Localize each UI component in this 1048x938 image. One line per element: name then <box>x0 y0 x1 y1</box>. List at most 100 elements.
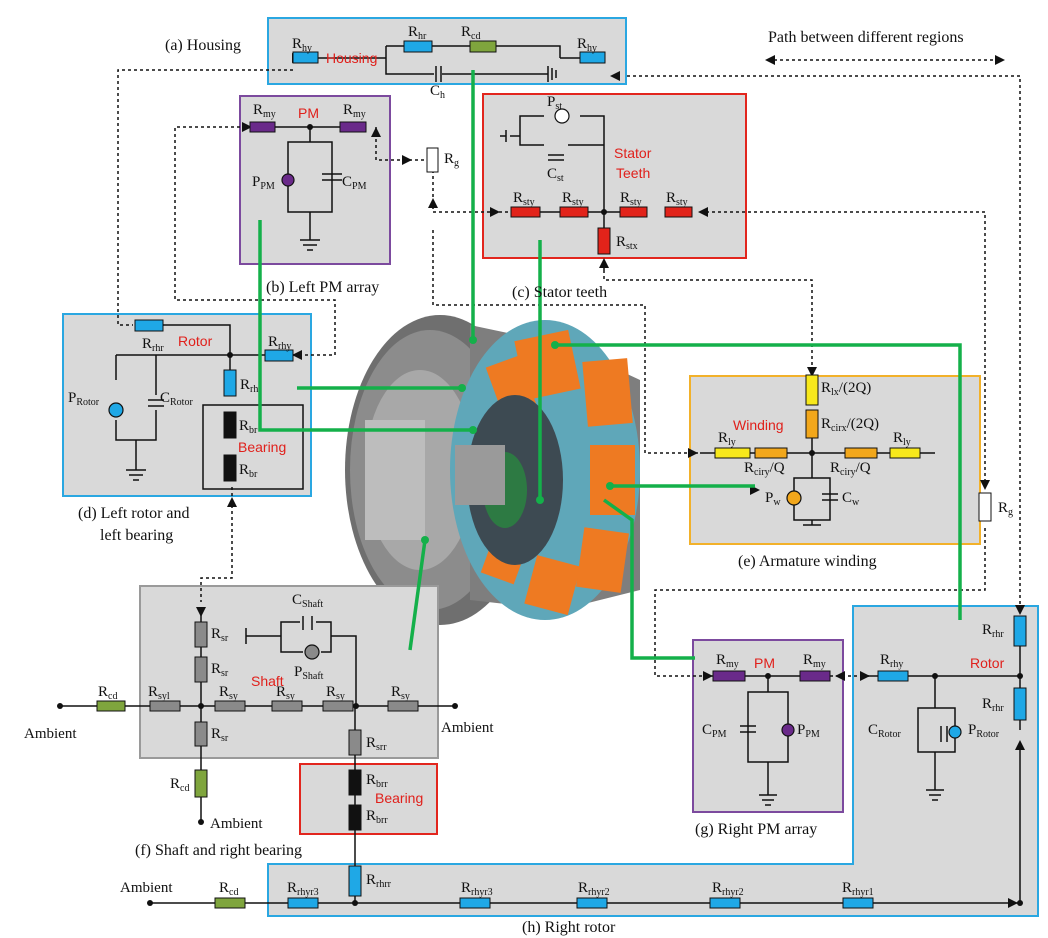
sym-rhyr2-1: Rrhyr2 <box>578 880 610 898</box>
sym-rhy-2-r: R <box>577 36 587 52</box>
sym-rrhr-l-s: rhr <box>152 343 164 354</box>
sym-ppm-l: PPM <box>252 174 275 192</box>
sym-rmy-2: Rmy <box>343 102 366 120</box>
sym-rhyr3-1-r: R <box>287 880 297 896</box>
sym-rcd-h: Rcd <box>461 24 480 42</box>
sym-rbr-2-s: br <box>249 469 258 480</box>
sym-rsy-3: Rsy <box>326 684 345 702</box>
sym-rcd-s: Rcd <box>170 776 189 794</box>
sym-rsr-3-s: sr <box>221 733 229 744</box>
sym-rbr-1-s: br <box>249 425 258 436</box>
label-bearing-left: Bearing <box>238 439 286 455</box>
sym-cw: Cw <box>842 490 860 508</box>
sym-rhyr3-1-s: rhyr3 <box>297 887 319 898</box>
label-shaft: Shaft <box>251 673 284 689</box>
sym-rbr-1-r: R <box>239 418 249 434</box>
sym-rhyr1-r: R <box>842 880 852 896</box>
label-stator: Stator <box>614 145 652 161</box>
sym-rrhr-r1: Rrhr <box>982 622 1004 640</box>
sym-rcd-b-s: cd <box>229 887 238 898</box>
resistors <box>96 40 1027 909</box>
sym-rsy-2: Rsy <box>276 684 295 702</box>
sym-pst: Pst <box>547 94 562 112</box>
sym-rmy-3: Rmy <box>716 652 739 670</box>
heat-sources <box>108 108 962 739</box>
sym-rstx-s: stx <box>626 241 638 252</box>
sym-rhyr2-2: Rrhyr2 <box>712 880 744 898</box>
sym-crotor-r-c: C <box>868 722 878 738</box>
sym-rrhr-r2: Rrhr <box>982 696 1004 714</box>
sym-cw-s: w <box>852 497 860 508</box>
caption-a: (a) Housing <box>165 37 241 54</box>
sym-rsr-3-r: R <box>211 726 221 742</box>
sym-rlx-s: lx <box>831 387 839 398</box>
ambient-left: Ambient <box>24 726 77 742</box>
sym-rhy-1-r: R <box>292 36 302 52</box>
sym-cpm-r: CPM <box>702 722 727 740</box>
sym-protor-l-s: Rotor <box>76 397 99 408</box>
sym-cst: Cst <box>547 166 564 184</box>
sym-rhyr1-s: rhyr1 <box>852 887 874 898</box>
sym-rsy-1-r: R <box>219 684 229 700</box>
sym-ppm-r-s: PM <box>805 729 820 740</box>
sym-rly-2-s: ly <box>903 437 911 448</box>
sym-rsty-2: Rsty <box>562 190 584 208</box>
sym-rrhy-l: Rrhy <box>268 334 291 352</box>
panel-bearing-right <box>299 763 438 835</box>
sym-rsrr-s: srr <box>376 742 387 753</box>
sym-rrhr-r2-s: rhr <box>992 703 1004 714</box>
sym-cshaft-c: C <box>292 592 302 608</box>
sym-rciry-1-s: ciry <box>754 467 770 478</box>
junction-dots <box>57 124 1023 906</box>
sym-rsty-1-s: sty <box>523 197 535 208</box>
sym-rsyl-r: R <box>148 684 158 700</box>
sym-rlx-r: R <box>821 380 831 396</box>
sym-cpm-r-c: C <box>702 722 712 738</box>
sym-ppm-l-s: PM <box>260 181 275 192</box>
sym-rsrr-r: R <box>366 735 376 751</box>
sym-ppm-r: PPM <box>797 722 820 740</box>
sym-rly-2-r: R <box>893 430 903 446</box>
caption-e: (e) Armature winding <box>738 553 877 570</box>
sym-rmy-1-r: R <box>253 102 263 118</box>
sym-cshaft-s: Shaft <box>302 599 323 610</box>
sym-rciry-1-r: R <box>744 460 754 476</box>
panel-housing <box>267 17 627 85</box>
sym-ch: Ch <box>430 83 445 101</box>
sym-rmy-4-r: R <box>803 652 813 668</box>
sym-rrh-s: rh <box>250 384 258 395</box>
panel-shaft <box>139 585 439 759</box>
sym-rsrr: Rsrr <box>366 735 387 753</box>
sym-rsyl-s: syl <box>158 691 170 702</box>
sym-rsty-1-r: R <box>513 190 523 206</box>
sym-rbrr-1-r: R <box>366 772 376 788</box>
sym-rhr-s: hr <box>418 31 427 42</box>
sym-rmy-3-s: my <box>726 659 739 670</box>
sym-rrhrr-r: R <box>366 872 376 888</box>
sym-rmy-4-s: my <box>813 659 826 670</box>
sym-rsy-4-s: sy <box>401 691 410 702</box>
sym-rrhr-r1-s: rhr <box>992 629 1004 640</box>
sym-rlx-t: /(2Q) <box>839 380 872 396</box>
inter-region-paths <box>117 59 1021 677</box>
sym-rhyr1: Rrhyr1 <box>842 880 874 898</box>
sym-cpm-l-s: PM <box>352 181 367 192</box>
label-pm-right: PM <box>754 655 775 671</box>
sym-rhy-1-s: hy <box>302 43 312 54</box>
sym-cpm-l-c: C <box>342 174 352 190</box>
sym-rhyr3-2-s: rhyr3 <box>471 887 493 898</box>
sym-rcirx-r: R <box>821 416 831 432</box>
sym-cst-s: st <box>557 173 564 184</box>
sym-rciry-2-s: ciry <box>840 467 856 478</box>
sym-rstx: Rstx <box>616 234 638 252</box>
sym-rrhr-r1-r: R <box>982 622 992 638</box>
sym-rhy-1: Rhy <box>292 36 312 54</box>
sym-ch-s: h <box>440 90 445 101</box>
sym-rcirx-s: cirx <box>831 423 847 434</box>
sym-protor-l-p: P <box>68 390 76 406</box>
sym-rly-1-r: R <box>718 430 728 446</box>
label-teeth: Teeth <box>616 165 650 181</box>
sym-pst-p: P <box>547 94 555 110</box>
sym-rmy-2-s: my <box>353 109 366 120</box>
